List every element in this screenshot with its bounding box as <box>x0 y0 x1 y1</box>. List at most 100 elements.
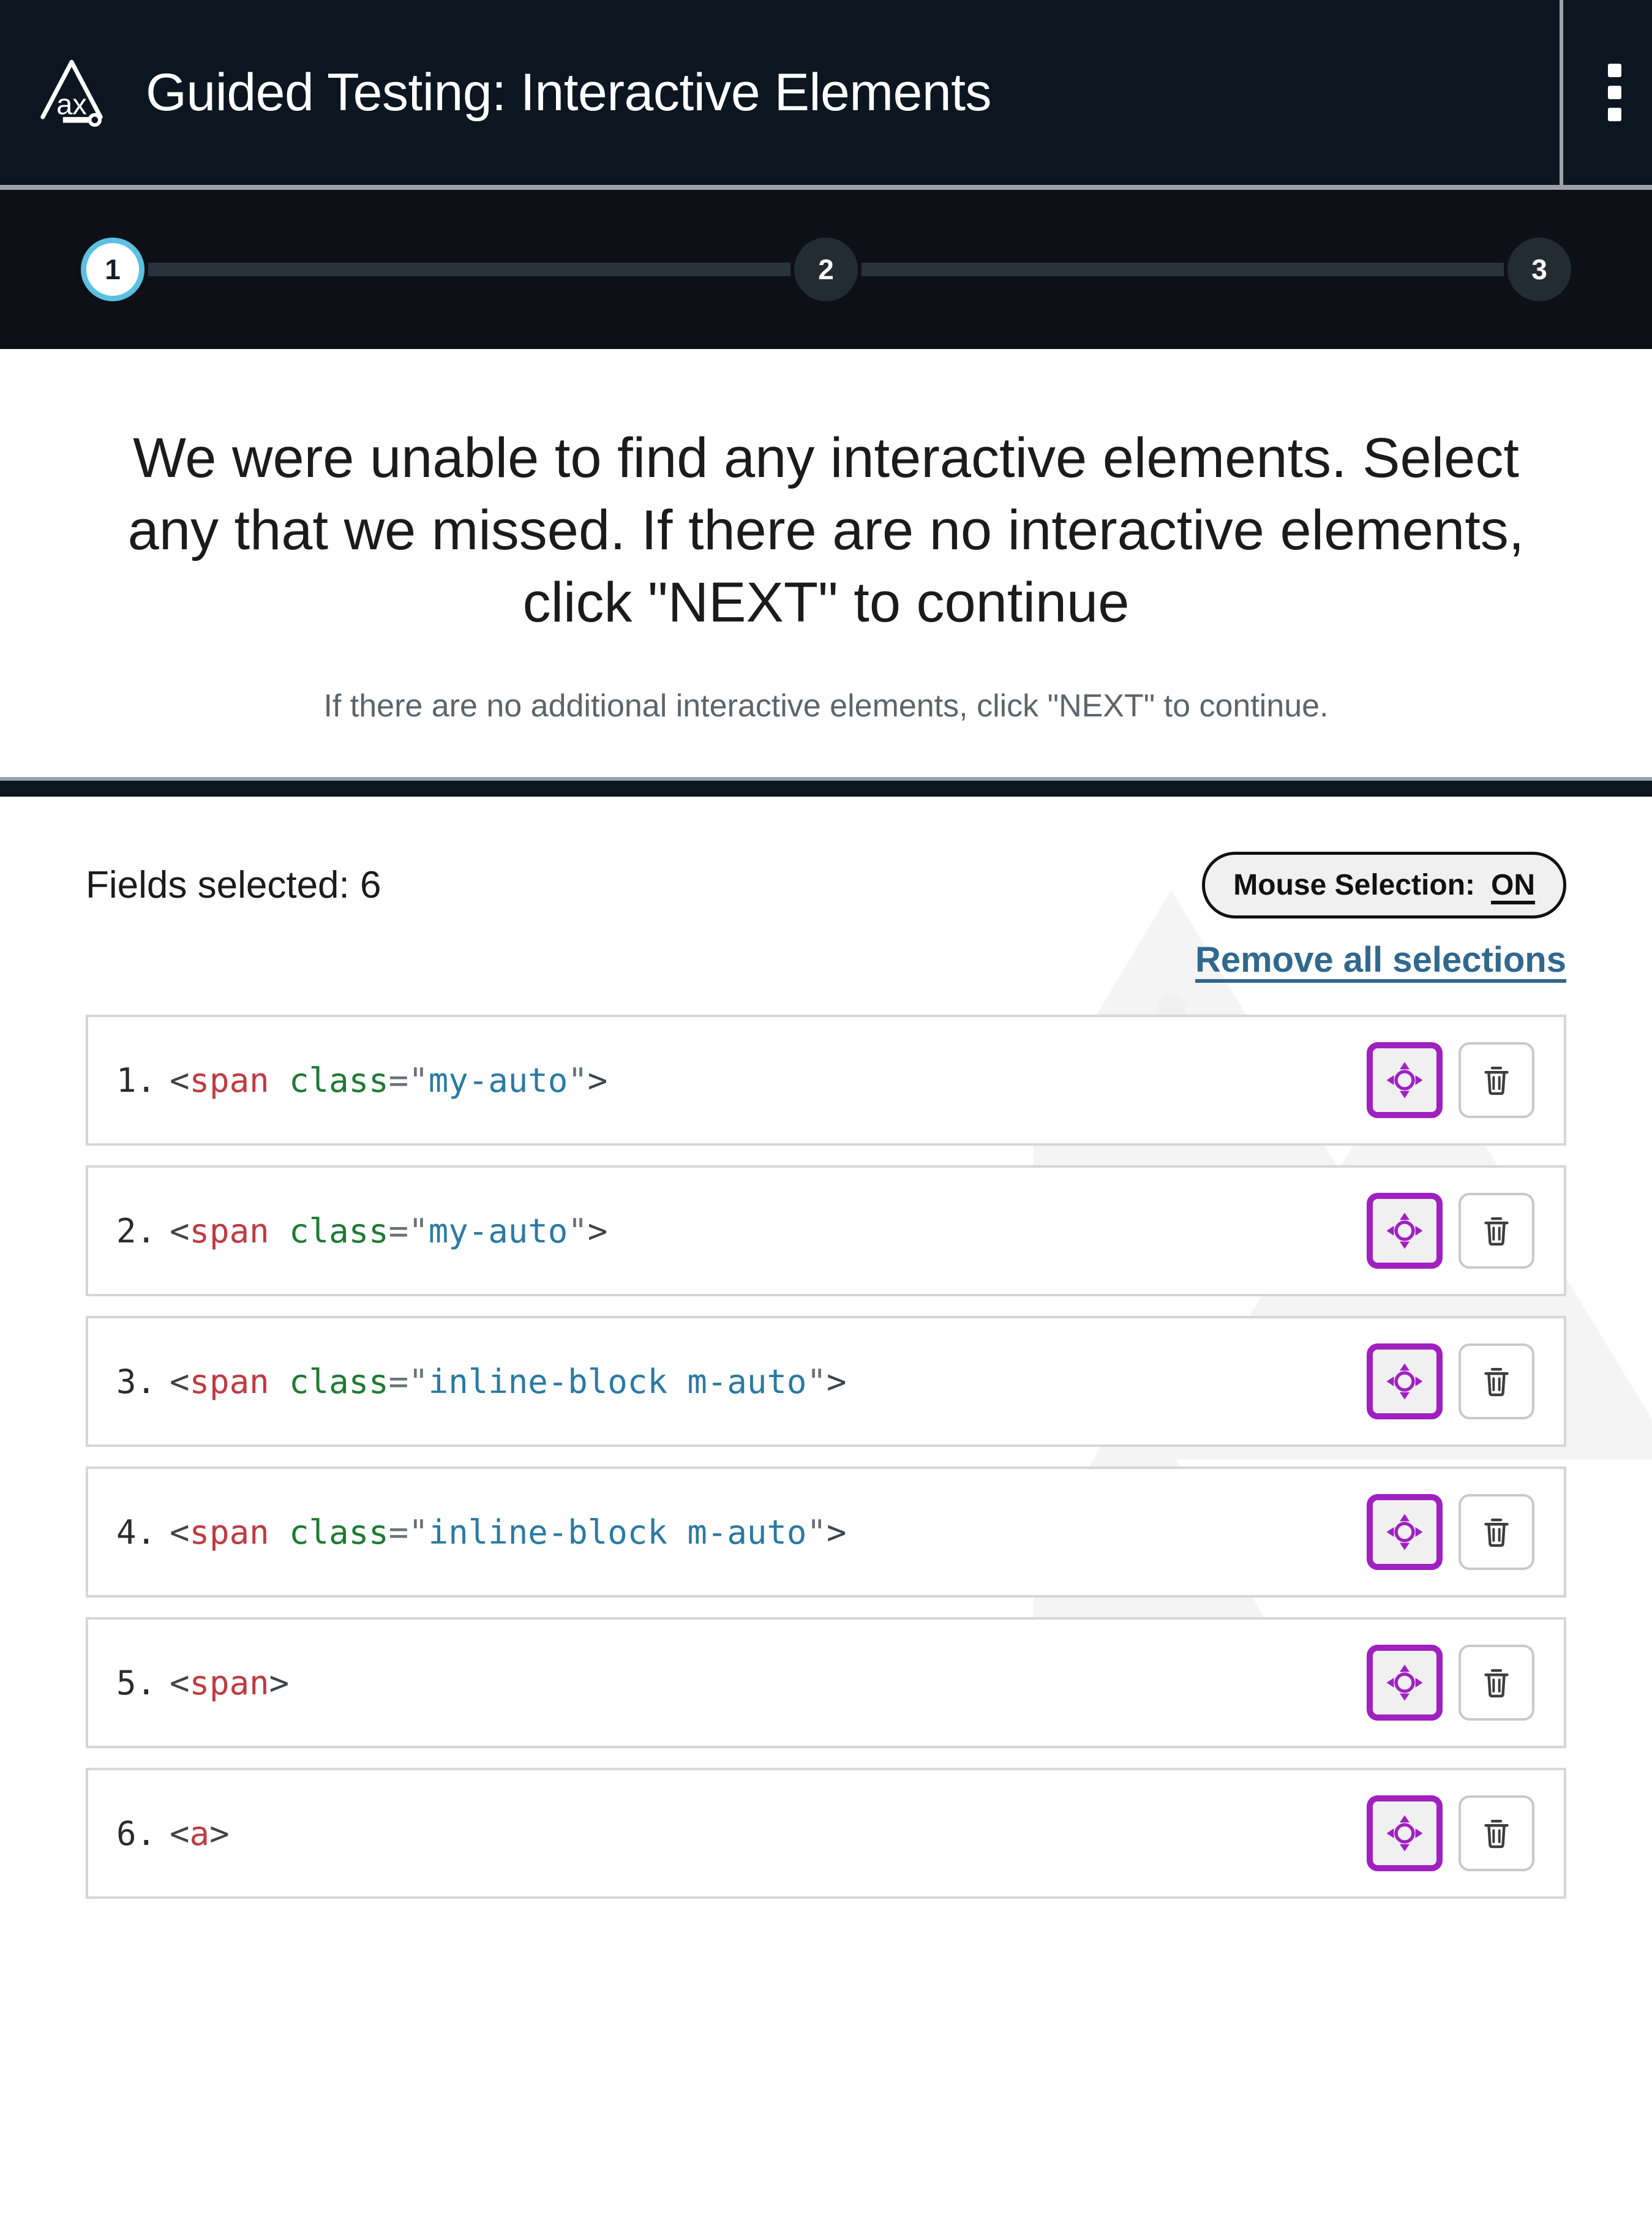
code-token-tag: span <box>189 1061 269 1100</box>
element-code-tokens: <a> <box>170 1814 230 1853</box>
code-token-eq: " <box>806 1362 827 1401</box>
element-index: 5. <box>116 1663 157 1702</box>
code-token-punct: < <box>170 1814 190 1853</box>
mouse-selection-label: Mouse Selection: <box>1233 869 1475 902</box>
crosshair-target-icon <box>1386 1062 1423 1099</box>
mouse-selection-toggle[interactable]: Mouse Selection: ON <box>1202 852 1566 919</box>
code-token-eq: =" <box>388 1512 429 1552</box>
code-token-tag: span <box>189 1211 269 1250</box>
stepper-step-1[interactable]: 1 <box>81 238 145 301</box>
axe-triangle-logo-icon: ax <box>40 59 103 127</box>
trash-icon <box>1484 1519 1509 1547</box>
code-token-punct: > <box>826 1512 847 1552</box>
delete-element-button[interactable] <box>1459 1042 1534 1119</box>
element-list-item-3[interactable]: 3. <span class="inline-block m-auto"> <box>86 1316 1566 1448</box>
code-token-attr: class <box>269 1211 389 1250</box>
code-token-attr: class <box>269 1512 389 1552</box>
element-list-item-5[interactable]: 5. <span> <box>86 1617 1566 1749</box>
header-actions <box>1543 0 1652 185</box>
code-token-eq: " <box>568 1061 588 1100</box>
element-markup-text: 4.<span class="inline-block m-auto"> <box>116 1513 1367 1552</box>
instruction-subtext: If there are no additional interactive e… <box>323 688 1329 724</box>
locate-element-button[interactable] <box>1367 1193 1443 1269</box>
element-row-actions <box>1367 1042 1534 1119</box>
kebab-dot <box>1608 64 1621 77</box>
element-list-item-2[interactable]: 2.<span class="my-auto"> <box>86 1165 1566 1297</box>
code-token-tag: span <box>189 1512 269 1552</box>
code-token-attr: class <box>269 1061 389 1100</box>
remove-all-row: Remove all selections <box>86 939 1566 980</box>
code-token-str: inline-block m-auto <box>428 1362 807 1401</box>
stepper-connector-1 <box>148 263 790 276</box>
code-token-str: my-auto <box>428 1211 568 1250</box>
code-token-str: my-auto <box>428 1061 568 1100</box>
element-markup-text: 2.<span class="my-auto"> <box>116 1212 1367 1250</box>
kebab-dot <box>1608 108 1621 121</box>
code-token-eq: =" <box>388 1061 429 1100</box>
locate-element-button[interactable] <box>1367 1343 1443 1420</box>
stepper-step-2[interactable]: 2 <box>794 238 858 301</box>
code-token-punct: < <box>170 1512 190 1552</box>
element-list-item-4[interactable]: 4.<span class="inline-block m-auto"> <box>86 1467 1566 1598</box>
code-token-punct: > <box>587 1061 608 1100</box>
element-markup-text: 6.<a> <box>116 1814 1367 1853</box>
trash-icon <box>1484 1820 1509 1849</box>
trash-icon <box>1484 1669 1509 1698</box>
code-token-str: inline-block m-auto <box>428 1512 807 1552</box>
remove-all-selections-link[interactable]: Remove all selections <box>1195 940 1566 980</box>
crosshair-target-icon <box>1386 1514 1423 1550</box>
code-token-tag: span <box>189 1362 269 1401</box>
fields-selected-label: Fields selected: 6 <box>86 864 381 907</box>
kebab-menu-icon[interactable] <box>1607 64 1623 121</box>
code-token-attr: class <box>269 1362 389 1401</box>
delete-element-button[interactable] <box>1459 1494 1534 1571</box>
code-token-punct: > <box>209 1814 230 1853</box>
locate-element-button[interactable] <box>1367 1645 1443 1721</box>
element-row-actions <box>1367 1193 1534 1269</box>
delete-element-button[interactable] <box>1459 1193 1534 1269</box>
locate-element-button[interactable] <box>1367 1494 1443 1571</box>
code-token-tag: span <box>189 1663 269 1702</box>
element-code-tokens: <span class="my-auto"> <box>170 1061 607 1100</box>
code-token-punct: < <box>170 1061 190 1100</box>
delete-element-button[interactable] <box>1459 1645 1534 1721</box>
element-markup-text: 5. <span> <box>116 1664 1367 1702</box>
element-list-item-1[interactable]: 1. <span class="my-auto"> <box>86 1015 1566 1146</box>
code-token-punct: < <box>170 1211 190 1250</box>
delete-element-button[interactable] <box>1459 1795 1534 1872</box>
locate-element-button[interactable] <box>1367 1042 1443 1119</box>
element-row-actions <box>1367 1343 1534 1420</box>
selected-elements-list: 1.<span class="my-auto"> <box>86 1015 1566 1899</box>
crosshair-target-icon <box>1386 1815 1423 1852</box>
trash-icon <box>1484 1368 1509 1397</box>
section-divider-dark <box>0 781 1652 797</box>
instruction-heading: We were unable to find any interactive e… <box>127 427 1525 634</box>
trash-icon <box>1484 1217 1509 1246</box>
element-code-tokens: <span> <box>170 1664 289 1702</box>
code-token-eq: " <box>568 1211 588 1250</box>
svg-text:ax: ax <box>56 88 87 121</box>
code-token-eq: " <box>806 1512 827 1552</box>
element-list-item-6[interactable]: 6.<a> <box>86 1768 1566 1899</box>
element-markup-text: 3. <span class="inline-block m-auto"> <box>116 1362 1367 1401</box>
delete-element-button[interactable] <box>1459 1343 1534 1420</box>
page-title: Guided Testing: Interactive Elements <box>146 62 992 122</box>
instruction-panel: We were unable to find any interactive e… <box>0 349 1652 778</box>
stepper-step-3[interactable]: 3 <box>1507 238 1571 301</box>
code-token-punct: < <box>170 1362 190 1401</box>
element-code-tokens: <span class="inline-block m-auto"> <box>170 1513 846 1552</box>
element-markup-text: 1. <span class="my-auto"> <box>116 1061 1367 1100</box>
element-index: 1. <box>116 1061 157 1100</box>
selection-area: Fields selected: 6 Mouse Selection: ON R… <box>0 797 1652 1924</box>
element-row-actions <box>1367 1795 1534 1872</box>
locate-element-button[interactable] <box>1367 1795 1443 1872</box>
header-vertical-divider <box>1560 0 1563 185</box>
code-token-punct: < <box>170 1663 190 1702</box>
element-index: 2. <box>116 1211 157 1250</box>
element-code-tokens: <span class="inline-block m-auto"> <box>170 1362 846 1401</box>
section-divider-light <box>0 777 1652 781</box>
trash-icon <box>1484 1067 1509 1095</box>
element-index: 3. <box>116 1362 157 1401</box>
selection-summary-row: Fields selected: 6 Mouse Selection: ON <box>86 797 1566 919</box>
code-token-eq: =" <box>388 1211 429 1250</box>
